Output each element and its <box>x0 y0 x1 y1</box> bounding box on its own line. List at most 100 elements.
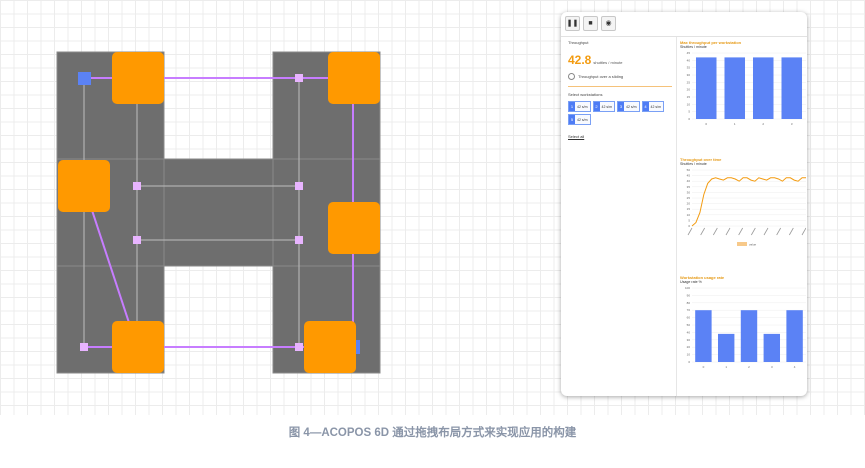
panel-toolbar: ❚❚ ■ ◉ <box>565 16 616 32</box>
y-tick-label: 10 <box>687 213 691 217</box>
y-tick-label: 0 <box>688 360 690 364</box>
layout-canvas[interactable] <box>0 0 560 415</box>
y-tick-label: 5 <box>688 218 690 222</box>
y-tick-label: 50 <box>687 323 691 327</box>
y-tick-label: 30 <box>687 190 691 194</box>
waypoint-node[interactable] <box>133 182 141 190</box>
workstations-label: Select workstations <box>568 92 603 97</box>
x-tick-mark <box>725 227 731 236</box>
y-tick-label: 35 <box>687 185 691 189</box>
track-segment[interactable] <box>56 158 165 267</box>
workstation-rate: 42 s/m <box>577 117 588 122</box>
toolbar-divider <box>561 36 807 37</box>
mover-shuttle[interactable] <box>304 321 356 373</box>
y-tick-label: 40 <box>687 58 691 62</box>
x-tick-label: 0 <box>703 365 705 369</box>
start-node[interactable] <box>78 72 91 85</box>
chart-title: Throughput over time <box>680 157 722 162</box>
bar <box>695 57 717 119</box>
mover-shuttle[interactable] <box>58 160 110 212</box>
mover-shuttle[interactable] <box>112 321 164 373</box>
x-tick-mark <box>750 227 756 236</box>
y-tick-label: 60 <box>687 316 691 320</box>
workstation-number: 2 <box>593 102 600 111</box>
x-tick-label: 1 <box>734 122 736 126</box>
y-tick-label: 25 <box>687 80 691 84</box>
throughput-value: 42.8 <box>568 53 592 67</box>
view-button[interactable]: ◉ <box>601 16 616 31</box>
mover-shuttle[interactable] <box>328 202 380 254</box>
workstation-rate: 42 s/m <box>626 104 637 109</box>
y-tick-label: 70 <box>687 308 691 312</box>
chart-unit: Shuttles / minute <box>680 45 707 49</box>
bar <box>740 310 758 362</box>
workstation-rate: 42 s/m <box>601 104 613 109</box>
y-tick-label: 40 <box>687 330 691 334</box>
max-throughput-chart: Max throughput per workstation Shuttles … <box>680 40 806 129</box>
chart-unit: Usage rate % <box>680 280 702 284</box>
mover-shuttle[interactable] <box>328 52 380 104</box>
pause-icon: ❚❚ <box>566 20 579 27</box>
x-tick-mark <box>763 227 769 236</box>
workstation-number: 4 <box>642 102 649 111</box>
x-tick-mark <box>738 227 744 236</box>
throughput-unit: shuttles / minute <box>593 60 623 65</box>
waypoint-node[interactable] <box>80 343 88 351</box>
section-divider <box>568 86 672 87</box>
x-tick-label: 2 <box>762 122 764 126</box>
select-all-link[interactable]: Select all <box>568 134 585 139</box>
waypoint-node[interactable] <box>295 74 303 82</box>
waypoint-node[interactable] <box>295 236 303 244</box>
workstation-rate: 42 s/m <box>577 104 588 109</box>
y-tick-label: 10 <box>687 102 691 106</box>
x-tick-label: 3 <box>791 122 793 126</box>
x-tick-label: 0 <box>705 122 707 126</box>
x-tick-label: 3 <box>771 365 773 369</box>
y-tick-label: 30 <box>687 73 691 77</box>
y-tick-label: 20 <box>687 202 691 206</box>
usage-rate-chart: Workstation usage rate Usage rate % 0 10 2… <box>680 275 806 372</box>
legend-label: value <box>749 243 757 247</box>
y-tick-label: 80 <box>687 301 691 305</box>
toggle-circle-icon <box>568 73 575 80</box>
workstation-number: 1 <box>569 102 575 111</box>
waypoint-nodes <box>80 74 303 351</box>
bar <box>717 333 735 362</box>
y-tick-label: 20 <box>687 345 691 349</box>
eye-icon: ◉ <box>605 20 612 27</box>
pause-button[interactable]: ❚❚ <box>565 16 580 31</box>
bar <box>695 310 712 362</box>
waypoint-node[interactable] <box>133 236 141 244</box>
y-tick-label: 40 <box>687 179 691 183</box>
x-tick-mark <box>801 227 806 236</box>
throughput-over-time-chart: Throughput over time Shuttles / minute 0… <box>680 157 806 252</box>
y-tick-label: 15 <box>687 207 691 211</box>
y-tick-label: 20 <box>687 88 691 92</box>
y-tick-label: 0 <box>688 117 690 121</box>
column-divider <box>676 37 677 396</box>
y-tick-label: 100 <box>685 286 690 290</box>
mover-shuttle[interactable] <box>112 52 164 104</box>
chart-title: Workstation usage rate <box>680 275 725 280</box>
workstation-rate: 42 s/m <box>650 104 662 109</box>
sliding-window-toggle[interactable]: Throughput over a sliding <box>568 73 672 80</box>
x-tick-label: 2 <box>748 365 750 369</box>
y-tick-label: 45 <box>687 174 691 178</box>
stop-icon: ■ <box>588 20 593 27</box>
x-tick-mark <box>687 227 693 236</box>
chart-unit: Shuttles / minute <box>680 162 707 166</box>
waypoint-node[interactable] <box>295 343 303 351</box>
y-tick-label: 10 <box>687 353 691 357</box>
track-segment[interactable] <box>163 158 274 267</box>
waypoint-node[interactable] <box>295 182 303 190</box>
y-tick-label: 30 <box>687 338 691 342</box>
stop-button[interactable]: ■ <box>583 16 598 31</box>
